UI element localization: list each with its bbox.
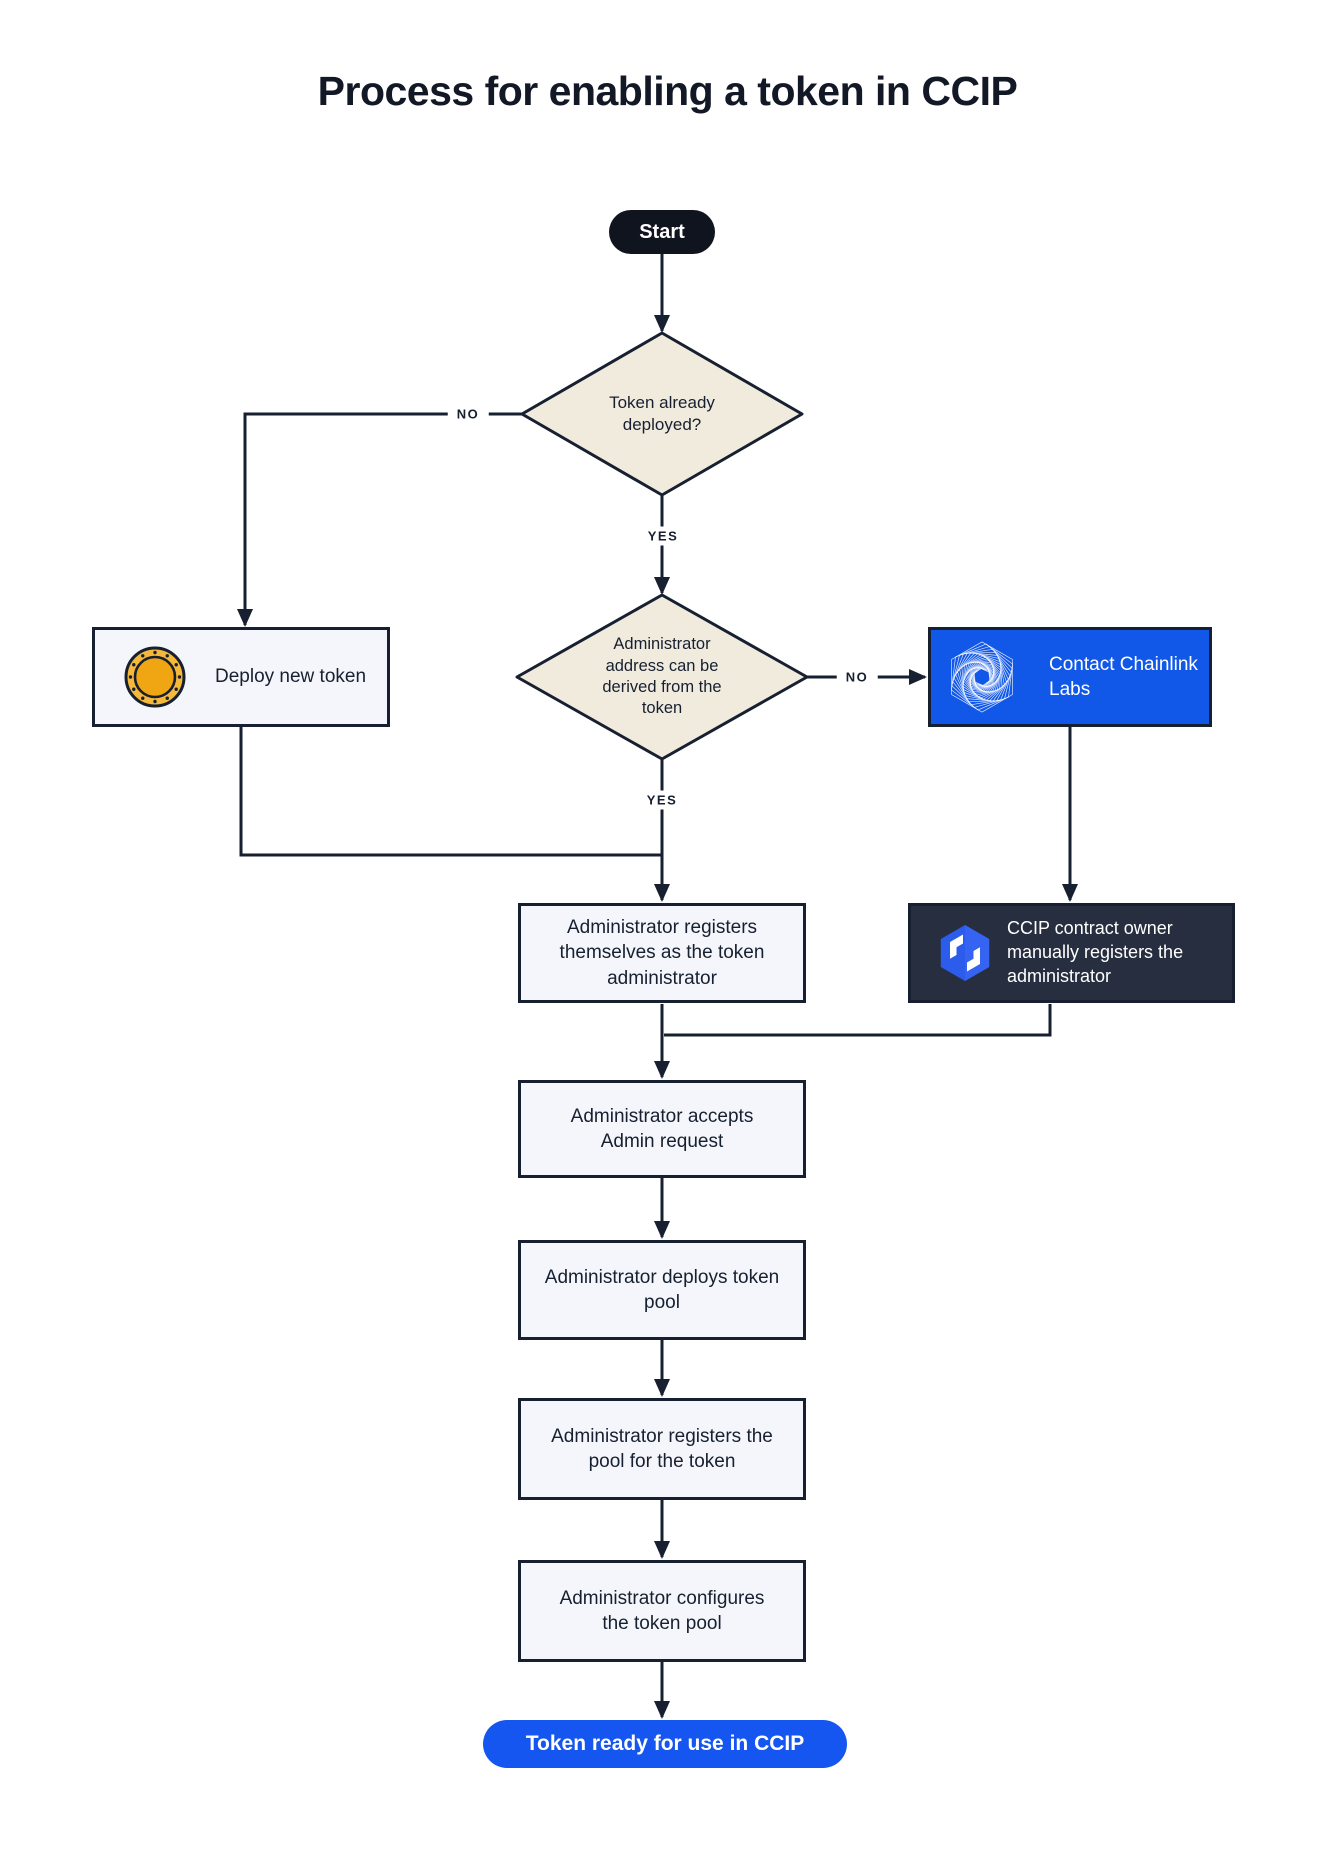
coin-icon xyxy=(124,646,186,708)
admin-registers-pool-label: Administrator registers the pool for the… xyxy=(551,1425,773,1472)
admin-registers-pool-node: Administrator registers the pool for the… xyxy=(518,1398,806,1500)
ccip-icon xyxy=(940,925,990,981)
edge-label-no-admin-address: NO xyxy=(836,667,878,687)
decision-token-deployed-shape xyxy=(520,331,804,497)
token-ready-label: Token ready for use in CCIP xyxy=(525,1732,805,1755)
admin-deploys-pool-label: Administrator deploys token pool xyxy=(544,1266,780,1313)
decision-admin-address: Administrator address can be derived fro… xyxy=(582,607,742,747)
edge-label-yes-admin-address: YES xyxy=(637,790,687,810)
contact-chainlink-labs-node: Contact Chainlink Labs xyxy=(928,627,1212,727)
decision-token-deployed: Token already deployed? xyxy=(572,374,752,454)
admin-configures-pool-node: Administrator configures the token pool xyxy=(518,1560,806,1662)
admin-deploys-pool-node: Administrator deploys token pool xyxy=(518,1240,806,1340)
admin-registers-self-node: Administrator registers themselves as th… xyxy=(518,903,806,1003)
edge-decision1-no-to-deploy xyxy=(237,412,522,627)
contact-chainlink-labs-label: Contact Chainlink Labs xyxy=(1049,653,1198,700)
start-label: Start xyxy=(639,220,685,243)
decision-admin-address-label: Administrator address can be derived fro… xyxy=(602,635,722,718)
deploy-new-token-node: Deploy new token xyxy=(92,627,390,727)
edge-ccip-owner-merge xyxy=(664,1004,1052,1037)
deploy-new-token-label: Deploy new token xyxy=(215,666,367,688)
token-ready-node: Token ready for use in CCIP xyxy=(483,1720,847,1768)
start-node: Start xyxy=(609,210,715,254)
edge-deploy-merge xyxy=(239,727,663,857)
chainlink-labs-icon xyxy=(951,641,1013,713)
page-title: Process for enabling a token in CCIP xyxy=(317,68,1018,114)
admin-registers-self-label: Administrator registers themselves as th… xyxy=(559,917,765,989)
edge-label-no-token-deployed: NO xyxy=(447,404,489,424)
decision-admin-address-shape xyxy=(515,593,809,761)
ccip-owner-registers-node: CCIP contract owner manually registers t… xyxy=(908,903,1235,1003)
admin-accepts-label: Administrator accepts Admin request xyxy=(570,1105,754,1152)
decision-token-deployed-label: Token already deployed? xyxy=(609,392,715,434)
edge-label-yes-token-deployed: YES xyxy=(638,526,688,546)
admin-configures-pool-label: Administrator configures the token pool xyxy=(559,1587,765,1634)
ccip-owner-registers-label: CCIP contract owner manually registers t… xyxy=(1007,918,1184,986)
admin-accepts-node: Administrator accepts Admin request xyxy=(518,1080,806,1178)
